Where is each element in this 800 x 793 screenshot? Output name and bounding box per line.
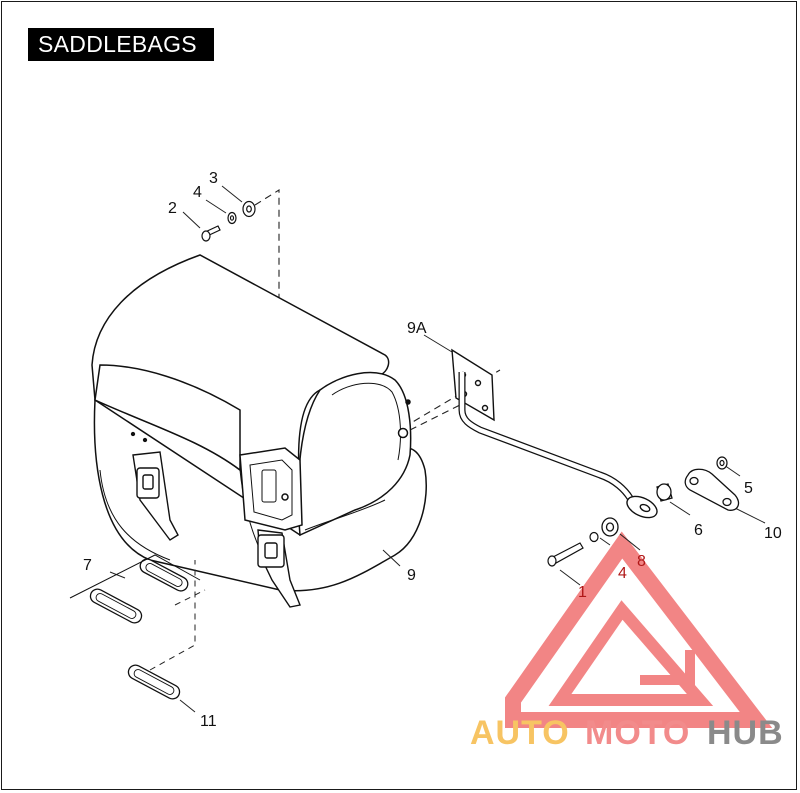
pad-11 — [127, 664, 181, 700]
washer-4-bottom — [589, 531, 599, 543]
callout-11: 11 — [200, 713, 217, 730]
latch-plate — [239, 447, 303, 531]
callout-9: 9 — [407, 567, 416, 584]
leader-lines — [109, 185, 766, 713]
callout-7: 7 — [83, 557, 92, 574]
callout-labels: 2 4 3 9A 5 6 10 8 4 1 9 7 11 — [83, 170, 782, 730]
callout-3: 3 — [209, 170, 218, 187]
link-plate-10 — [684, 468, 740, 511]
callout-8: 8 — [637, 553, 646, 570]
watermark-text: AUTO MOTO HUB — [470, 714, 784, 752]
page-title: SADDLEBAGS — [28, 28, 214, 61]
screw-2 — [201, 225, 221, 242]
bracket-9a — [451, 348, 658, 519]
callout-4-top: 4 — [193, 184, 202, 201]
watermark-auto: AUTO — [470, 714, 570, 752]
callout-1: 1 — [578, 584, 587, 601]
washer-3 — [242, 200, 256, 218]
spacer-6 — [656, 483, 673, 502]
watermark-hub: HUB — [707, 714, 784, 752]
pads-7 — [69, 554, 201, 624]
bolt-1 — [547, 542, 584, 567]
callout-4-bottom: 4 — [618, 565, 627, 582]
right-buckle-strap — [257, 529, 301, 608]
callout-5: 5 — [744, 480, 753, 497]
callout-2: 2 — [168, 200, 177, 217]
watermark-moto: MOTO — [585, 714, 690, 752]
lock-washer-5 — [716, 456, 728, 470]
pad-axis-lines — [149, 560, 206, 671]
callout-9a: 9A — [407, 320, 427, 337]
grommet-8 — [601, 517, 619, 537]
saddlebag — [91, 254, 427, 592]
callout-6: 6 — [694, 522, 703, 539]
watermark-logo — [505, 531, 773, 728]
washer-4-top — [227, 211, 237, 225]
callout-10: 10 — [764, 525, 782, 542]
left-buckle-strap — [132, 451, 179, 541]
